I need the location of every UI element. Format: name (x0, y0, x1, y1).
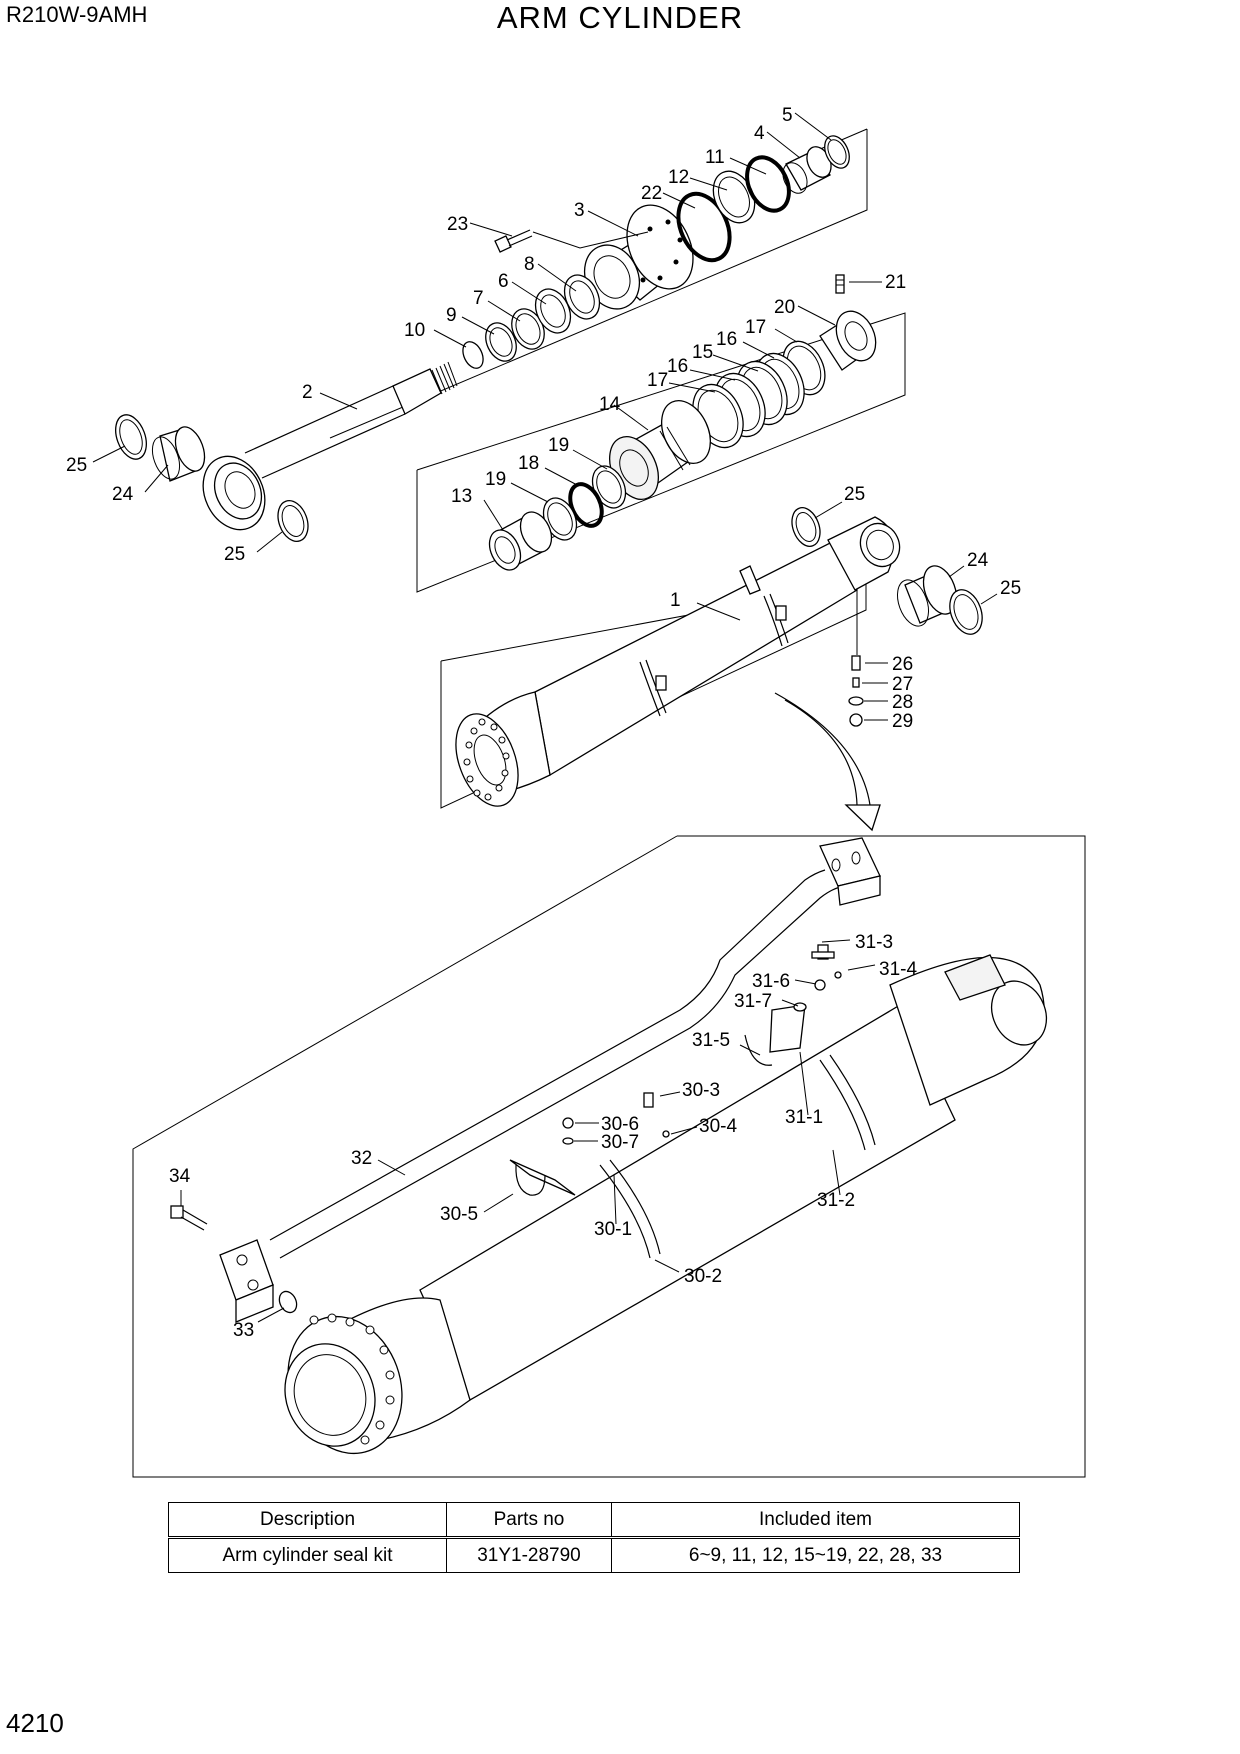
rod-end-bushing-parts (115, 414, 309, 542)
part-23-bolt (494, 229, 533, 253)
callout-21: 21 (885, 272, 906, 293)
callout-33: 33 (233, 1320, 254, 1341)
cell-description: Arm cylinder seal kit (168, 1537, 447, 1573)
callout-31-2: 31-2 (817, 1190, 855, 1211)
callout-25: 25 (224, 544, 245, 565)
callout-23: 23 (447, 214, 468, 235)
callout-25: 25 (844, 484, 865, 505)
callout-30-6: 30-6 (601, 1114, 639, 1135)
header-description: Description (168, 1502, 447, 1539)
leader-lines (92, 112, 998, 1323)
pipe-assembly-cylinder (284, 954, 1048, 1455)
callout-31-3: 31-3 (855, 932, 893, 953)
table-header-row: Description Parts no Included item (168, 1502, 1020, 1539)
callout-18: 18 (518, 453, 539, 474)
model-code: R210W-9AMH (6, 2, 148, 27)
callout-34: 34 (169, 1166, 191, 1187)
part-21-setscrew (835, 274, 845, 294)
callout-30-7: 30-7 (601, 1132, 639, 1153)
callout-19: 19 (485, 469, 506, 490)
callout-labels: 5 4 11 12 22 3 23 8 6 7 9 10 2 21 20 17 … (66, 105, 1021, 1341)
callout-20: 20 (774, 297, 795, 318)
cell-parts-no: 31Y1-28790 (446, 1537, 612, 1573)
rod-thread (431, 361, 458, 395)
part-13-cushion-ring (488, 511, 553, 571)
callout-7: 7 (473, 288, 484, 309)
cell-included-item: 6~9, 11, 12, 15~19, 22, 28, 33 (611, 1537, 1020, 1573)
part-3-rod-gland (583, 204, 694, 310)
callout-6: 6 (498, 271, 509, 292)
callout-24: 24 (967, 550, 989, 571)
callout-9: 9 (446, 305, 457, 326)
rings-22-12-11-4-5 (676, 135, 850, 263)
page-number: 4210 (6, 1708, 64, 1738)
rings-10-9-7-6-8 (462, 274, 601, 369)
grease-fitting-parts-26-29 (848, 590, 864, 727)
callout-30-4: 30-4 (699, 1116, 737, 1137)
callout-26: 26 (892, 654, 913, 675)
clamp-hardware-30 (509, 1092, 670, 1196)
callout-11: 11 (705, 147, 725, 168)
callout-31-5: 31-5 (692, 1030, 730, 1051)
callout-32: 32 (351, 1148, 372, 1169)
callout-31-7: 31-7 (734, 991, 772, 1012)
header-parts-no: Parts no (446, 1502, 612, 1539)
callout-31-6: 31-6 (752, 971, 790, 992)
callout-10: 10 (404, 320, 425, 341)
part-20-nut (819, 310, 877, 371)
callout-30-5: 30-5 (440, 1204, 478, 1225)
callout-14: 14 (599, 394, 621, 415)
callout-13: 13 (451, 486, 472, 507)
callout-3: 3 (574, 200, 585, 221)
callout-17: 17 (647, 370, 668, 391)
callout-2: 2 (302, 382, 313, 403)
callout-30-2: 30-2 (684, 1266, 722, 1287)
part-32-pipe (269, 837, 881, 1259)
page-title: ARM CYLINDER (496, 0, 744, 35)
assembly-arrow (774, 692, 881, 832)
callout-27: 27 (892, 674, 913, 695)
callout-31-1: 31-1 (785, 1107, 823, 1128)
callout-12: 12 (668, 167, 689, 188)
panel-pipe-assembly (132, 835, 1086, 1478)
callout-25: 25 (66, 455, 87, 476)
part-33-34-flange-and-bolt (170, 1205, 298, 1323)
callout-29: 29 (892, 711, 913, 732)
header-included-item: Included item (611, 1502, 1020, 1539)
callout-22: 22 (641, 183, 662, 204)
callout-28: 28 (892, 692, 913, 713)
part-2-piston-rod (202, 361, 458, 531)
part-1-cylinder-tube (455, 516, 901, 807)
callout-31-4: 31-4 (879, 959, 917, 980)
table-row: Arm cylinder seal kit 31Y1-28790 6~9, 11… (168, 1537, 1020, 1573)
callout-1: 1 (670, 590, 681, 611)
callout-8: 8 (524, 254, 535, 275)
callout-5: 5 (782, 105, 793, 126)
callout-17: 17 (745, 317, 766, 338)
callout-30-3: 30-3 (682, 1080, 720, 1101)
callout-16: 16 (667, 356, 688, 377)
tube-end-bushing-parts (791, 507, 983, 635)
callout-24: 24 (112, 484, 134, 505)
clamp-hardware-31 (744, 944, 842, 1066)
callout-16: 16 (716, 329, 737, 350)
callout-19: 19 (548, 435, 569, 456)
seal-kit-table: Description Parts no Included item Arm c… (168, 1502, 1020, 1573)
callout-4: 4 (754, 123, 765, 144)
callout-15: 15 (692, 342, 713, 363)
callout-25: 25 (1000, 578, 1021, 599)
callout-30-1: 30-1 (594, 1219, 632, 1240)
